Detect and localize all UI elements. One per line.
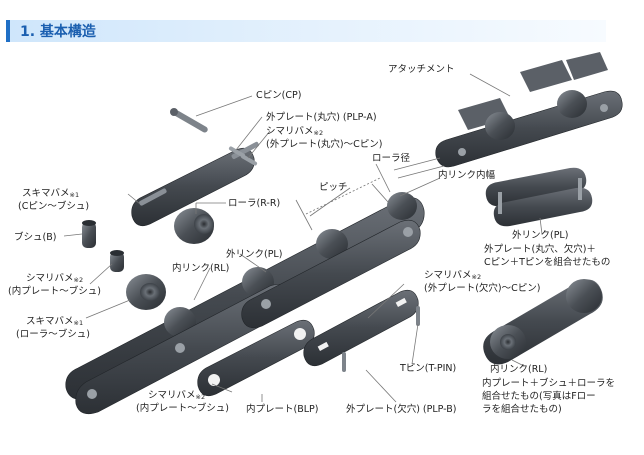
c-pin-part [170, 108, 208, 133]
inner-link-right [483, 279, 603, 365]
section-header: 1. 基本構造 [6, 20, 606, 42]
label-outer-plate-cut: 外プレート(欠穴) (PLP-B) [346, 403, 457, 415]
inner-plate-part [197, 319, 315, 397]
label-shimari-2a: シマリバメ※2 [26, 273, 83, 284]
label-sukima-1b: (Cピン～ブシュ) [18, 200, 89, 212]
label-shimari-1a-main: シマリバメ [266, 126, 314, 137]
main-pin-3 [261, 299, 271, 309]
label-shimari-3a-note: ※2 [472, 273, 482, 281]
label-sukima-1a-main: スキマバメ [22, 188, 70, 199]
outer-link-right [485, 167, 593, 227]
attachment-chain [435, 52, 623, 168]
label-inner-link: 内リンク(RL) [172, 262, 229, 274]
t-pin-parts [342, 306, 420, 372]
roller-part [174, 208, 214, 244]
label-outer-plate-round: 外プレート(丸穴) (PLP-A) [266, 111, 377, 123]
label-shimari-2a-note: ※2 [74, 276, 84, 284]
label-shimari-3a: シマリバメ※2 [424, 270, 481, 281]
label-shimari-2a-main: シマリバメ [26, 273, 74, 284]
label-inner-link-desc-1: 内プレート＋ブシュ＋ローラを [482, 377, 615, 389]
label-shimari-1b: (外プレート(丸穴)～Cピン) [266, 138, 382, 150]
roller-bush-part [126, 274, 166, 310]
label-sukima-1a: スキマバメ※1 [22, 188, 79, 199]
label-t-pin: Tピン(T-PIN) [399, 363, 456, 374]
label-outer-link-desc-2: Cピン＋Tピンを組合せたもの [484, 256, 610, 268]
label-shimari-4a-note: ※2 [196, 393, 206, 401]
label-shimari-1a-note: ※2 [314, 129, 324, 137]
label-shimari-1a: シマリバメ※2 [266, 126, 323, 137]
outer-plate-cut-part [303, 289, 419, 367]
label-pitch: ピッチ [319, 182, 348, 193]
label-sukima-2a: スキマバメ※1 [26, 316, 83, 327]
bush-shimari-part [110, 250, 124, 272]
dimension-marks [295, 157, 445, 231]
label-roller: ローラ(R-R) [228, 198, 280, 209]
section-title: 1. 基本構造 [20, 24, 96, 40]
main-front-plate-b [241, 219, 421, 329]
label-inner-plate: 内プレート(BLP) [246, 403, 318, 415]
label-shimari-3b: (外プレート(欠穴)～Cピン) [424, 282, 540, 294]
bush-part [82, 220, 96, 248]
label-shimari-4a: シマリバメ※2 [148, 390, 205, 401]
shimari-pins [228, 146, 258, 166]
label-bush: ブシュ(B) [14, 231, 56, 243]
main-pin-4 [403, 227, 413, 237]
label-c-pin: Cピン(CP) [256, 90, 301, 101]
main-roller-4 [387, 192, 417, 220]
label-shimari-4a-main: シマリバメ [148, 390, 196, 401]
main-pin-1 [87, 389, 97, 399]
label-shimari-3a-main: シマリバメ [424, 270, 472, 281]
label-inner-link-right: 内リンク(RL) [490, 363, 547, 375]
label-outer-link-desc-1: 外プレート(丸穴、欠穴)＋ [484, 243, 596, 255]
leader-lines [63, 73, 543, 403]
label-sukima-2a-note: ※1 [74, 319, 84, 327]
label-sukima-2b: (ローラ～ブシュ) [16, 328, 90, 340]
main-pin-2 [175, 343, 185, 353]
label-sukima-2a-main: スキマバメ [26, 316, 74, 327]
main-roller-3 [316, 229, 348, 259]
label-attachment: アタッチメント [388, 64, 455, 75]
label-outer-link: 外リンク(PL) [226, 248, 282, 260]
main-chain-assembly [65, 192, 425, 415]
label-inner-link-desc-2: 組合せたもの(写真はFロー [482, 390, 596, 402]
label-shimari-4b: (内プレート～ブシュ) [136, 402, 229, 414]
label-outer-link-right: 外リンク(PL) [512, 229, 568, 241]
label-sukima-1a-note: ※1 [70, 191, 80, 199]
label-inner-link-width: 内リンク内幅 [438, 169, 496, 181]
label-inner-link-desc-3: ラを組合せたもの) [482, 403, 562, 415]
label-shimari-2b: (内プレート～ブシュ) [8, 285, 101, 297]
label-roller-diameter: ローラ径 [372, 152, 411, 164]
